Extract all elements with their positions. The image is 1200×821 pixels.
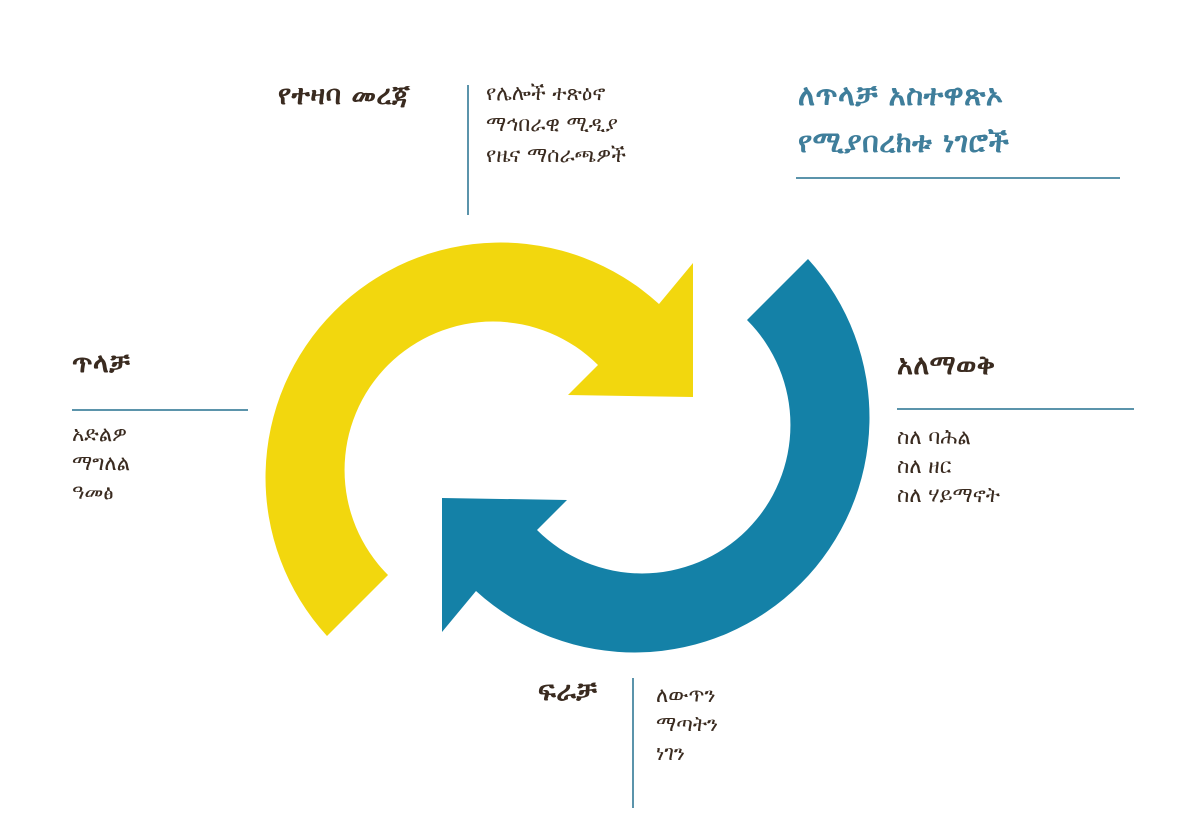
node-item: የሌሎች ተጽዕኖ: [486, 81, 606, 105]
node-misinformation-divider: [467, 85, 469, 215]
node-misinformation-items: የሌሎች ተጽዕኖ ማኅበራዊ ሚዲያ የዜና ማሰራጫዎች: [486, 78, 626, 171]
node-item: ማጣትን: [656, 712, 719, 736]
node-item: ማግለል: [72, 451, 131, 475]
page-title: ለጥላቻ አስተዋጽኦ የሚያበረክቱ ነገሮች: [798, 72, 1009, 166]
node-item: ማኅበራዊ ሚዲያ: [486, 112, 618, 136]
page-title-line-1: ለጥላቻ አስተዋጽኦ: [798, 78, 1004, 112]
cycle-arrow-teal: [442, 259, 870, 653]
node-item: ስለ ዘር: [897, 454, 952, 478]
node-item: ነገን: [656, 741, 685, 765]
node-item: ለውጥን: [656, 683, 716, 707]
node-item: አድልዎ: [72, 422, 127, 446]
node-hatred-label: ጥላቻ: [72, 348, 131, 379]
node-fear-divider: [632, 678, 634, 808]
node-item: ስለ ባሕል: [897, 425, 971, 449]
cycle-arrow-yellow: [265, 242, 693, 636]
node-hatred-divider: [72, 409, 248, 411]
node-ignorance-label: አለማወቅ: [897, 350, 996, 381]
page-title-line-2: የሚያበረክቱ ነገሮች: [798, 125, 1010, 159]
node-ignorance-items: ስለ ባሕል ስለ ዘር ስለ ሃይማኖት: [897, 423, 1000, 510]
node-misinformation-label: የተዛባ መረጃ: [278, 80, 411, 111]
node-ignorance-divider: [897, 408, 1134, 410]
node-item: ዓመፅ: [72, 480, 114, 504]
title-underline: [796, 177, 1120, 179]
node-item: ስለ ሃይማኖት: [897, 483, 1000, 507]
node-hatred-items: አድልዎ ማግለል ዓመፅ: [72, 420, 130, 507]
node-fear-items: ለውጥን ማጣትን ነገን: [656, 681, 718, 768]
node-item: የዜና ማሰራጫዎች: [486, 143, 626, 167]
node-fear-label: ፍራቻ: [538, 676, 598, 707]
